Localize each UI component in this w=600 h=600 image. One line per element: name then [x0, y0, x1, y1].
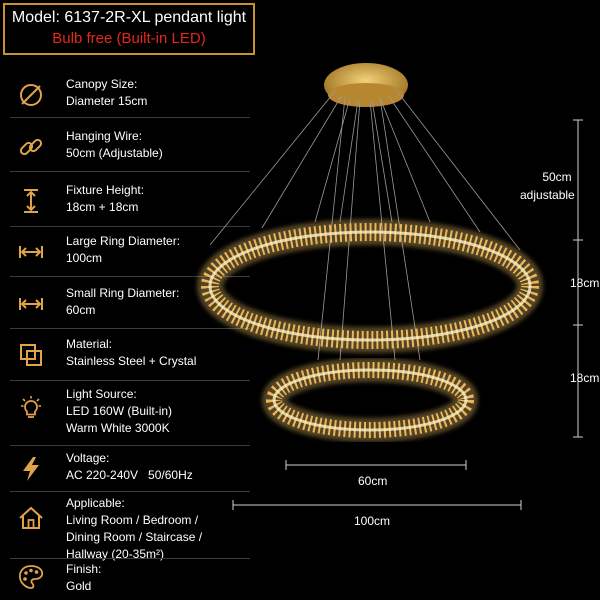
small-diameter-label: 60cm — [358, 474, 388, 488]
spec-material: Material: Stainless Steel + Crystal — [18, 336, 218, 370]
bulb-note: Bulb free (Built-in LED) — [52, 30, 206, 47]
large-ring-core — [208, 230, 532, 342]
spec-value: Hallway (20-35m²) — [66, 547, 165, 561]
spec-title: Hanging Wire: — [66, 129, 143, 143]
model-header-box: Model: 6137-2R-XL pendant light Bulb fre… — [3, 3, 255, 55]
spec-value: Warm White 3000K — [66, 421, 170, 435]
divider — [10, 491, 250, 492]
light-bulb-icon — [21, 396, 41, 418]
spec-value: Gold — [66, 579, 92, 593]
model-title: Model: 6137-2R-XL pendant light — [11, 9, 247, 26]
spec-value: AC 220-240V 50/60Hz — [66, 468, 193, 482]
spec-value: 60cm — [66, 303, 96, 317]
spec-value: Living Room / Bedroom / — [66, 513, 199, 527]
spec-light-source: Light Source: LED 160W (Built-in) Warm W… — [18, 386, 218, 437]
spec-title: Canopy Size: — [66, 77, 138, 91]
height-arrow-icon — [24, 189, 38, 213]
diameter-dimension-lines — [232, 460, 522, 510]
large-diameter-label: 100cm — [354, 514, 391, 528]
height-dimension-line — [573, 119, 583, 438]
spec-title: Light Source: — [66, 387, 137, 401]
lower-height-label: 18cm — [570, 371, 600, 385]
divider — [10, 276, 250, 277]
divider — [10, 117, 250, 118]
spec-value: 50cm (Adjustable) — [66, 146, 163, 160]
divider — [10, 226, 250, 227]
spec-title: Material: — [66, 337, 113, 351]
canopy-base — [328, 83, 404, 107]
chain-link-icon — [19, 138, 43, 156]
spec-voltage: Voltage: AC 220-240V 50/60Hz — [18, 450, 218, 484]
spec-value: Stainless Steel + Crystal — [66, 354, 197, 368]
diameter-icon — [20, 84, 42, 106]
material-squares-icon — [20, 344, 42, 366]
spec-canopy-size: Canopy Size: Diameter 15cm — [18, 76, 218, 110]
width-arrow-icon — [19, 298, 43, 310]
small-ring-core — [272, 368, 468, 432]
spec-title: Small Ring Diameter: — [66, 286, 180, 300]
divider — [10, 328, 250, 329]
spec-finish: Finish: Gold — [18, 561, 218, 595]
house-icon — [19, 506, 43, 529]
divider — [10, 380, 250, 381]
spec-title: Finish: — [66, 562, 102, 576]
spec-large-ring-diameter: Large Ring Diameter: 100cm — [18, 233, 218, 267]
spec-title: Applicable: — [66, 496, 125, 510]
spec-value: LED 160W (Built-in) — [66, 404, 173, 418]
spec-value: 100cm — [66, 251, 103, 265]
wire-length-label: 50cm — [542, 170, 572, 184]
width-arrow-icon — [19, 246, 43, 258]
spec-title: Fixture Height: — [66, 183, 145, 197]
spec-applicable: Applicable: Living Room / Bedroom / Dini… — [18, 495, 218, 563]
spec-small-ring-diameter: Small Ring Diameter: 60cm — [18, 285, 218, 319]
lightning-bolt-icon — [23, 457, 39, 481]
paint-palette-icon — [18, 565, 44, 589]
spec-value: Diameter 15cm — [66, 94, 148, 108]
spec-title: Large Ring Diameter: — [66, 234, 181, 248]
divider — [10, 558, 250, 559]
spec-value: 18cm + 18cm — [66, 200, 139, 214]
wire-adjustable-label: adjustable — [520, 188, 575, 202]
divider — [10, 445, 250, 446]
spec-title: Voltage: — [66, 451, 110, 465]
divider — [10, 171, 250, 172]
spec-hanging-wire: Hanging Wire: 50cm (Adjustable) — [18, 128, 218, 162]
spec-value: Dining Room / Staircase / — [66, 530, 203, 544]
upper-height-label: 18cm — [570, 276, 600, 290]
spec-fixture-height: Fixture Height: 18cm + 18cm — [18, 182, 218, 216]
